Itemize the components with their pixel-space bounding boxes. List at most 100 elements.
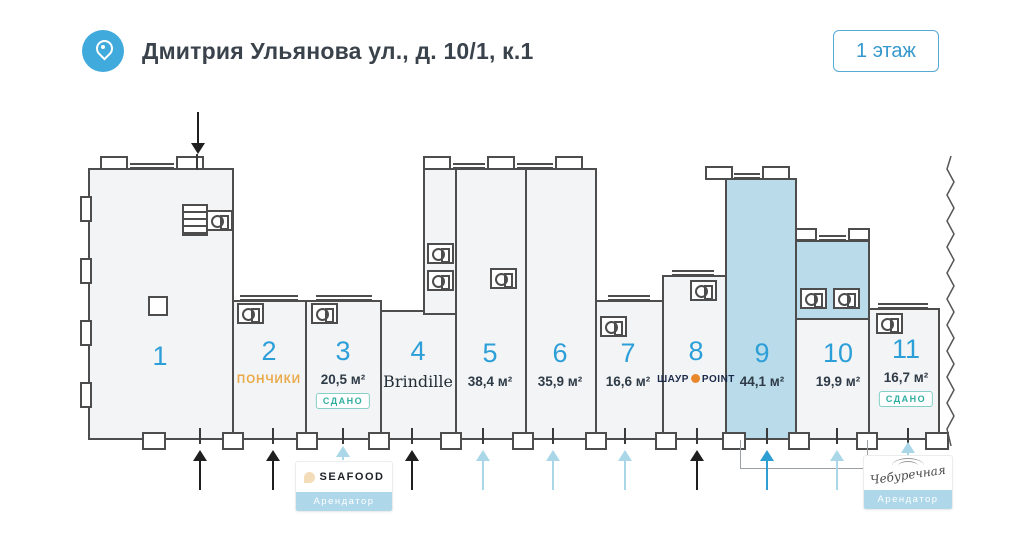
bathroom-icon xyxy=(427,270,454,291)
tenant-logo: ШАУР POINT xyxy=(657,374,735,385)
door-mark xyxy=(624,428,626,444)
entrance-arrow xyxy=(689,450,705,490)
bathroom-icon xyxy=(800,288,827,309)
wall-pier xyxy=(80,196,92,222)
window xyxy=(819,235,846,241)
window xyxy=(608,295,650,301)
unit-area: 38,4 м² xyxy=(467,374,513,389)
unit-number: 1 xyxy=(152,341,168,371)
unit-number: 2 xyxy=(261,336,277,366)
door-mark xyxy=(836,428,838,444)
facade-pillar xyxy=(925,432,949,450)
door-mark xyxy=(411,428,413,444)
tenant-card-label: Арендатор xyxy=(296,492,392,511)
window xyxy=(316,295,372,301)
room-unit-4-annex xyxy=(423,168,459,315)
entrance-arrow-highlighted xyxy=(759,450,775,490)
unit-area: 16,6 м² xyxy=(605,374,651,389)
wall-pier xyxy=(795,228,817,241)
bathroom-icon xyxy=(876,313,903,334)
facade-pillar xyxy=(142,432,166,450)
orange-dot-icon xyxy=(690,374,700,383)
entrance-arrow xyxy=(192,450,208,490)
window xyxy=(453,163,485,169)
tenant-card-brand-row: Чебуречная xyxy=(864,456,952,490)
unit-4-label[interactable]: 4 Brindille xyxy=(383,336,453,392)
wall-pier xyxy=(762,166,790,180)
bathroom-icon xyxy=(833,288,860,309)
tenant-name: ПОНЧИКИ xyxy=(236,374,302,386)
door-mark xyxy=(342,428,344,444)
shrimp-icon xyxy=(303,471,315,483)
wall-pier xyxy=(487,156,515,170)
unit-number: 4 xyxy=(410,336,426,366)
window xyxy=(240,295,298,301)
entrance-arrow xyxy=(900,442,916,456)
unit-5-label[interactable]: 5 38,4 м² xyxy=(467,338,513,390)
tenant-card-seafood[interactable]: SEAFOOD Арендатор xyxy=(296,462,392,511)
entrance-arrow xyxy=(829,450,845,490)
wall-pier xyxy=(80,382,92,408)
facade-pillar xyxy=(512,432,534,450)
unit-number: 9 xyxy=(754,338,770,368)
room-unit-6[interactable] xyxy=(525,168,597,440)
unit-area: 35,9 м² xyxy=(537,374,583,389)
unit-3-label[interactable]: 3 20,5 м² СДАНО xyxy=(315,336,371,409)
bathroom-icon xyxy=(690,280,717,301)
unit-number: 7 xyxy=(620,338,636,368)
unit-11-label[interactable]: 11 16,7 м² СДАНО xyxy=(878,334,934,407)
window xyxy=(517,163,553,169)
unit-9-label[interactable]: 9 44,1 м² xyxy=(740,338,785,390)
door-mark xyxy=(552,428,554,444)
status-badge: СДАНО xyxy=(315,393,371,409)
unit-number: 11 xyxy=(891,334,921,364)
entrance-arrow xyxy=(545,450,561,490)
window xyxy=(672,270,714,276)
entrance-arrow xyxy=(335,446,351,460)
selection-bracket xyxy=(740,440,868,469)
column xyxy=(148,296,168,316)
unit-number: 5 xyxy=(482,338,498,368)
unit-area: 20,5 м² xyxy=(320,372,366,387)
wall-pier xyxy=(176,156,204,170)
bathroom-icon xyxy=(600,316,627,337)
entrance-arrow xyxy=(404,450,420,490)
plan-cut-line xyxy=(946,156,955,446)
facade-pillar xyxy=(655,432,677,450)
door-mark xyxy=(482,428,484,444)
unit-2-label[interactable]: 2 ПОНЧИКИ xyxy=(236,336,302,387)
wall-pier xyxy=(423,156,451,170)
tenant-brand: SEAFOOD xyxy=(319,471,385,483)
bathroom-icon xyxy=(490,268,517,289)
wall-pier xyxy=(80,320,92,346)
unit-number: 3 xyxy=(335,336,351,366)
floor-selector-button[interactable]: 1 этаж xyxy=(833,30,939,72)
bathroom-icon xyxy=(427,243,454,264)
arc-decoration xyxy=(898,461,918,471)
unit-number: 10 xyxy=(822,338,854,368)
tenant-logo-left: ШАУР xyxy=(657,374,689,385)
unit-number: 6 xyxy=(552,338,568,368)
door-mark xyxy=(196,154,198,170)
wall-pier xyxy=(80,258,92,284)
tenant-card-handwritten[interactable]: Чебуречная Арендатор xyxy=(864,456,952,509)
unit-10-label[interactable]: 10 19,9 м² xyxy=(815,338,861,390)
wall-pier xyxy=(848,228,870,241)
bathroom-icon xyxy=(206,210,233,231)
room-unit-5[interactable] xyxy=(455,168,527,440)
facade-pillar xyxy=(296,432,318,450)
unit-6-label[interactable]: 6 35,9 м² xyxy=(537,338,583,390)
wall-pier xyxy=(100,156,128,170)
page-title: Дмитрия Ульянова ул., д. 10/1, к.1 xyxy=(142,38,534,64)
unit-area: 19,9 м² xyxy=(815,374,861,389)
unit-1-label[interactable]: 1 xyxy=(152,343,167,370)
location-pin-icon xyxy=(82,30,124,72)
unit-7-label[interactable]: 7 16,6 м² xyxy=(605,338,651,390)
door-mark xyxy=(696,428,698,444)
tenant-logo-right: POINT xyxy=(701,374,735,385)
stairs xyxy=(182,204,208,236)
room-unit-9-highlighted[interactable] xyxy=(725,178,797,440)
entrance-arrow xyxy=(617,450,633,490)
